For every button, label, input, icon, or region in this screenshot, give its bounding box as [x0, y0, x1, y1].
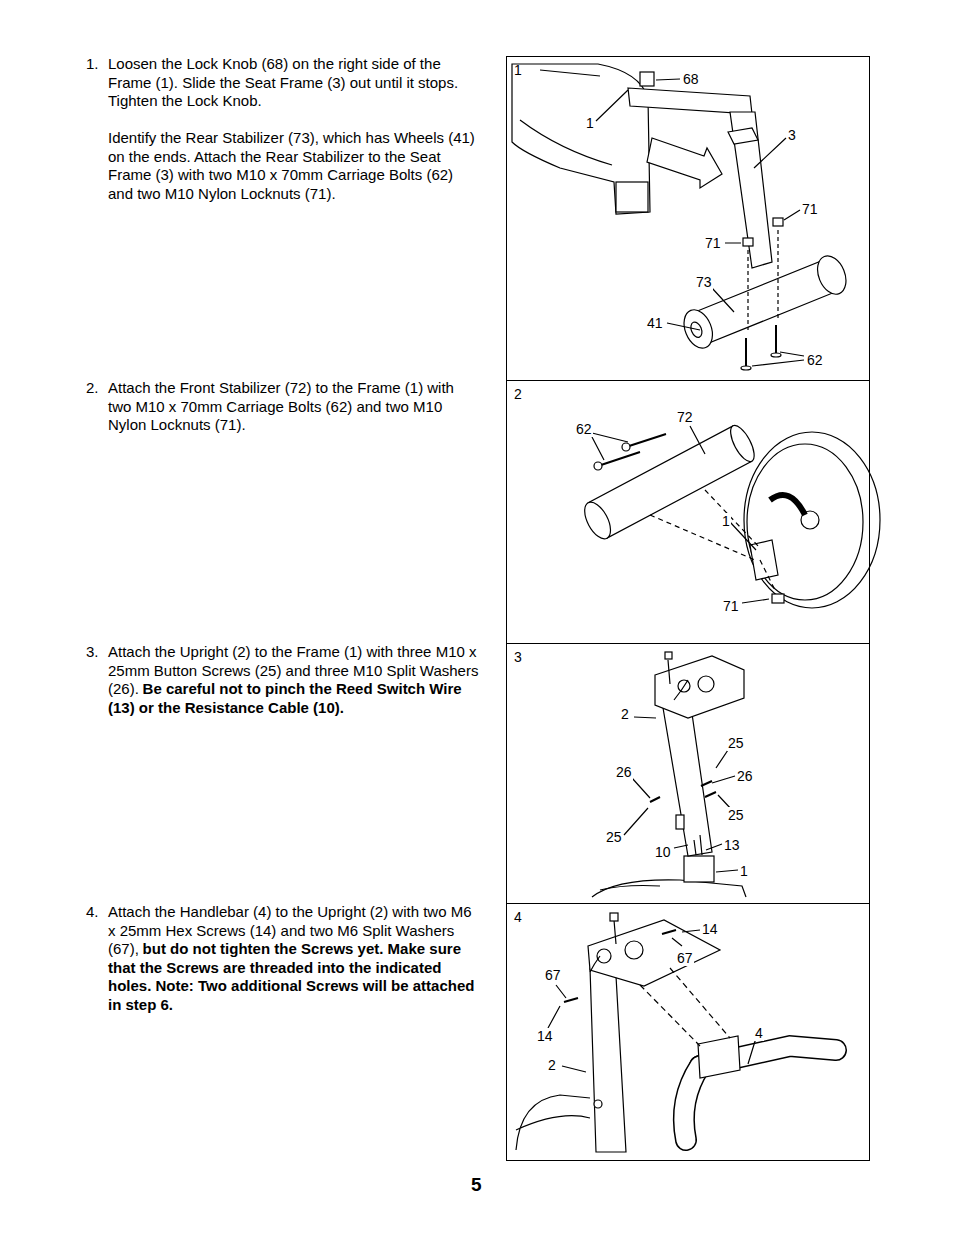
instruction: Be careful not to pinch the Reed Switch … — [108, 680, 462, 716]
instruction-block: Attach the Handlebar (4) to the Upright … — [108, 903, 480, 1014]
step1-figure — [512, 64, 851, 370]
callout-number: 72 — [677, 409, 693, 425]
callout-number-block: 2 — [620, 706, 630, 722]
callout-number-block: 41 — [646, 315, 664, 331]
step-panel: 1 — [506, 56, 870, 381]
callout-number: 71 — [802, 201, 818, 217]
instruction: Identify the Rear Stabilizer (73), which… — [108, 129, 475, 202]
page-number-block: 5 — [471, 1174, 482, 1196]
callout-number: 14 — [702, 921, 718, 937]
callout-number: 41 — [647, 315, 663, 331]
callout-number-block: 25 — [605, 829, 623, 845]
callout-number: 1 — [740, 863, 748, 879]
callout-number: 13 — [724, 837, 740, 853]
callout-number-block: 26 — [736, 768, 754, 784]
callout-number-block: 14 — [536, 1028, 554, 1044]
instruction: but do not tighten the Screws yet. Make … — [108, 940, 474, 1013]
callout-number-block: 67 — [544, 967, 562, 983]
step4-figure — [516, 913, 836, 1152]
callout-number: 25 — [728, 807, 744, 823]
callout-number-block: 4 — [754, 1025, 764, 1041]
instruction: Attach the Front Stabilizer (72) to the … — [108, 379, 454, 433]
callout-number: 1 — [586, 115, 594, 131]
callout-number-block: 71 — [704, 235, 722, 251]
instruction-block: Attach the Front Stabilizer (72) to the … — [108, 379, 480, 435]
step-number: 4 — [514, 909, 522, 925]
callout-number-block: 14 — [701, 921, 719, 937]
step-number-block: 3. — [86, 643, 108, 662]
callout-number-block: 2 — [547, 1057, 557, 1073]
callout-number: 25 — [728, 735, 744, 751]
callout-number: 1 — [722, 513, 730, 529]
callout-number-block: 1 — [739, 863, 749, 879]
callout-number-block: 62 — [575, 421, 593, 437]
callout-number: 10 — [655, 844, 671, 860]
callout-number: 4 — [755, 1025, 763, 1041]
step-number: 4. — [86, 903, 99, 920]
callout-number-block: 67 — [676, 950, 694, 966]
step-number: 1. — [86, 55, 99, 72]
callout-number-block: 1 — [721, 513, 731, 529]
callout-number: 73 — [696, 274, 712, 290]
step-number: 2. — [86, 379, 99, 396]
callout-number-block: 71 — [722, 598, 740, 614]
callout-number-block: 72 — [676, 409, 694, 425]
callout-number: 71 — [723, 598, 739, 614]
step-number-block: 4. — [86, 903, 108, 922]
callout-number-block: 73 — [695, 274, 713, 290]
callout-number: 26 — [737, 768, 753, 784]
callout-number: 2 — [621, 706, 629, 722]
callout-number: 14 — [537, 1028, 553, 1044]
instruction: Loosen the Lock Knob (68) on the right s… — [108, 55, 458, 109]
callout-number-block: 10 — [654, 844, 672, 860]
callout-number: 68 — [683, 71, 699, 87]
instruction-block: Attach the Upright (2) to the Frame (1) … — [108, 643, 480, 717]
step-number: 3 — [514, 649, 522, 665]
callout-number-block: 71 — [801, 201, 819, 217]
callout-number: 26 — [616, 764, 632, 780]
callout-number-block: 25 — [727, 735, 745, 751]
page-number: 5 — [471, 1174, 482, 1195]
step-number: 3. — [86, 643, 99, 660]
callout-number: 62 — [807, 352, 823, 368]
callout-number-block: 26 — [615, 764, 633, 780]
callout-number-block: 3 — [787, 127, 797, 143]
callout-number: 71 — [705, 235, 721, 251]
step-number-block: 1. — [86, 55, 108, 74]
step2-figure — [579, 422, 880, 608]
callout-number: 67 — [545, 967, 561, 983]
callout-number-block: 25 — [727, 807, 745, 823]
callout-number-block: 1 — [585, 115, 595, 131]
callout-number-block: 68 — [682, 71, 700, 87]
callout-number-block: 13 — [723, 837, 741, 853]
step-number-block: 2. — [86, 379, 108, 398]
callout-number: 25 — [606, 829, 622, 845]
step-panel: 3 — [506, 643, 870, 904]
callout-number: 2 — [548, 1057, 556, 1073]
step3-figure — [592, 652, 746, 897]
callout-number: 62 — [576, 421, 592, 437]
instruction-block: Identify the Rear Stabilizer (73), which… — [108, 129, 480, 203]
instruction-block: Loosen the Lock Knob (68) on the right s… — [108, 55, 480, 111]
callout-number: 67 — [677, 950, 693, 966]
callout-number: 3 — [788, 127, 796, 143]
step-number: 1 — [514, 62, 522, 78]
step-number: 2 — [514, 386, 522, 402]
step-panel: 4 — [506, 903, 870, 1161]
callout-number-block: 62 — [806, 352, 824, 368]
